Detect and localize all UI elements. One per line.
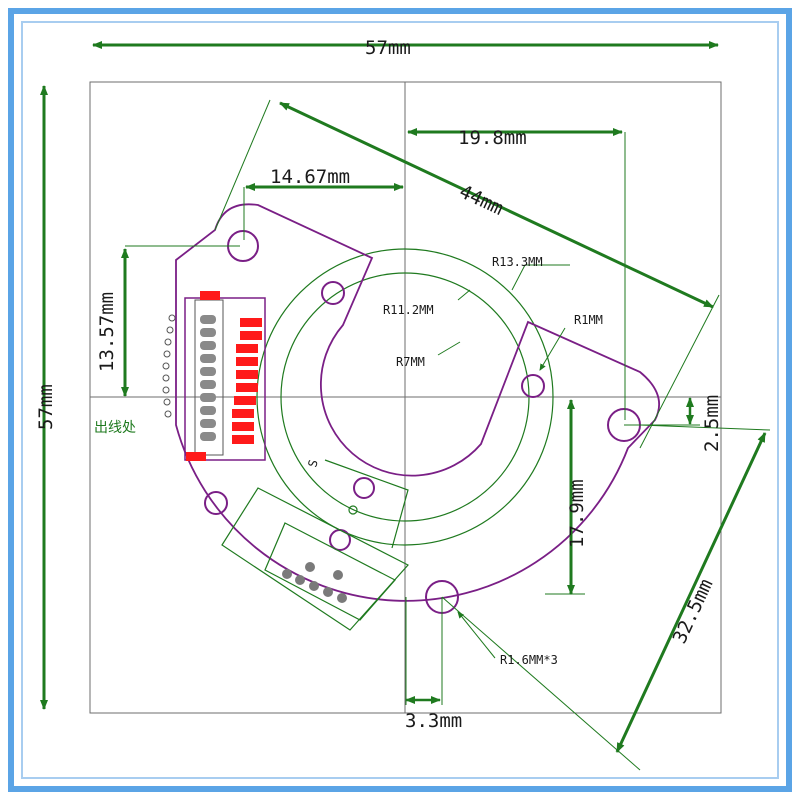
connector-pins (282, 562, 347, 603)
radius-r1-6: R1.6MM*3 (500, 653, 558, 667)
dimension-lines (40, 41, 767, 753)
hole-connector-2 (329, 529, 351, 551)
dim-3-3: 3.3mm (405, 710, 462, 732)
dim-32-5: 32.5mm (669, 576, 718, 648)
dim-13-57: 13.57mm (96, 292, 118, 372)
s-mark: S (305, 458, 320, 469)
dim-44: 44mm (456, 181, 507, 220)
dim-19-8: 19.8mm (458, 127, 527, 149)
left-connector (162, 291, 266, 461)
dim-14-67: 14.67mm (270, 166, 350, 188)
dim-2-5: 2.5mm (701, 395, 723, 452)
inner-frame (21, 21, 779, 779)
hole-small-top (321, 281, 345, 305)
mounting-holes (204, 230, 641, 614)
radius-r7: R7MM (396, 355, 425, 369)
radius-leaders (437, 264, 570, 659)
extension-lines (125, 99, 771, 771)
connector-module (221, 459, 409, 631)
radius-r13-3: R13.3MM (492, 255, 543, 269)
outer-frame (8, 8, 792, 792)
outlet-label: 出线处 (94, 420, 136, 436)
hole-connector-1 (353, 477, 375, 499)
hole-left (204, 491, 228, 515)
dim-left-height: 57mm (35, 384, 57, 430)
radius-r11-2: R11.2MM (383, 303, 434, 317)
hole-small-right (521, 374, 545, 398)
dim-top-width: 57mm (365, 37, 411, 59)
dim-17-9: 17.9mm (566, 479, 588, 548)
radius-r1: R1MM (574, 313, 603, 327)
